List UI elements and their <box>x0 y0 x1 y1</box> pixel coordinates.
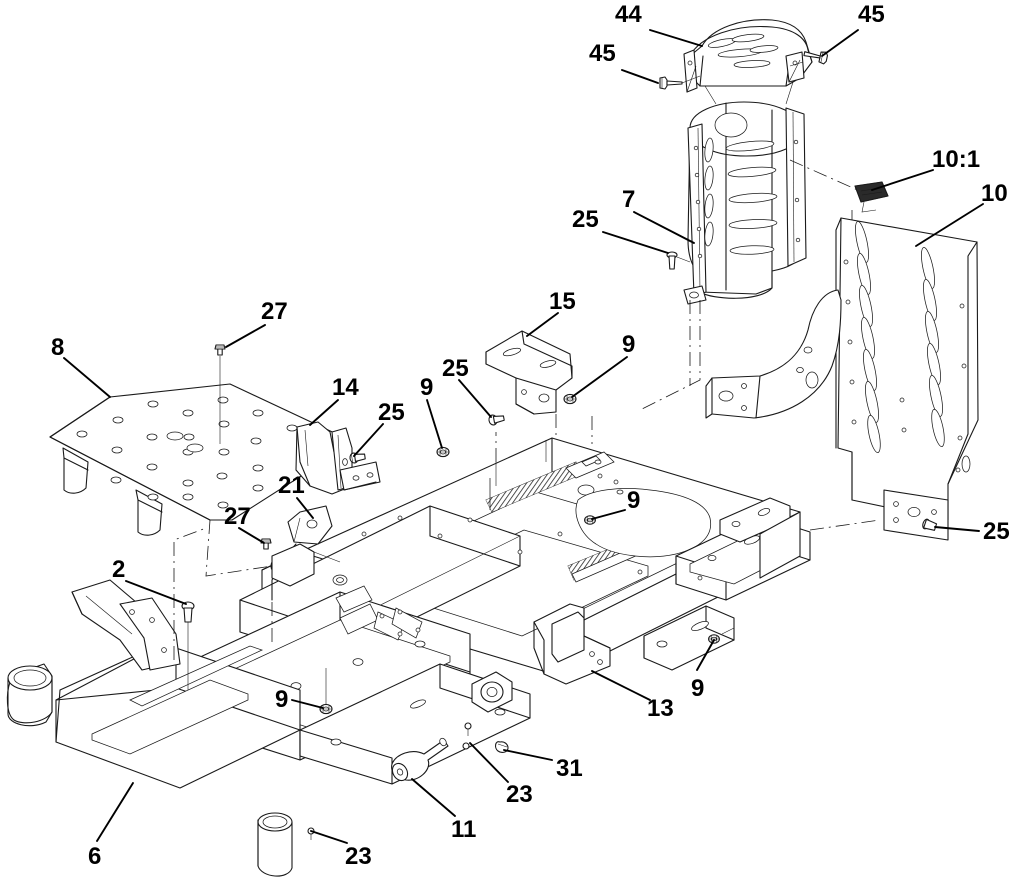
leader-line-31 <box>503 749 553 761</box>
part-25-bolt-bracket14 <box>349 452 366 464</box>
part-10-rear-guard <box>705 217 979 541</box>
hinge-boss <box>471 671 513 713</box>
callout-label-9: 9 <box>627 487 641 514</box>
leader-line-27 <box>238 527 265 544</box>
callout-label-13: 13 <box>647 695 674 722</box>
part-25-bolt-tower <box>666 251 691 270</box>
part-11-roller <box>391 737 449 782</box>
part-21-tab <box>271 505 333 601</box>
leader-line-15 <box>526 312 559 337</box>
leader-line-23 <box>469 742 509 783</box>
part-14-foot-rest-bracket <box>295 421 381 495</box>
part-27-fastener-lower <box>260 538 272 550</box>
part-25-bolt-right <box>922 518 938 531</box>
leader-line-9 <box>696 639 715 671</box>
leader-line-9 <box>426 399 443 449</box>
callout-label-14: 14 <box>332 374 359 401</box>
part-27-fastener-top <box>214 344 226 444</box>
callout-label-15: 15 <box>549 288 576 315</box>
callout-label-31: 31 <box>556 755 583 782</box>
leader-line-44 <box>649 29 703 47</box>
leader-line-25 <box>458 379 492 418</box>
callout-label-25: 25 <box>442 355 469 382</box>
callout-label-2: 2 <box>112 556 126 583</box>
callout-label-10-1: 10:1 <box>932 146 981 173</box>
part-45-fasteners <box>659 51 829 90</box>
callout-label-9: 9 <box>622 331 636 358</box>
part-9-nut-deck-center <box>584 515 596 525</box>
callout-label-27: 27 <box>261 298 288 325</box>
leader-line-11 <box>411 778 456 817</box>
part-13-bracket <box>533 603 611 685</box>
callout-label-23: 23 <box>345 843 372 870</box>
callout-label-11: 11 <box>451 816 477 843</box>
leader-line-10 <box>915 203 984 247</box>
callout-label-21: 21 <box>278 472 305 499</box>
leader-line-45 <box>621 69 659 84</box>
caster-tube-left <box>6 663 53 727</box>
callout-label-45: 45 <box>858 1 885 28</box>
part-25-bolt-center <box>488 414 505 426</box>
leader-line-10-1 <box>871 169 934 191</box>
leader-line-7 <box>633 211 695 244</box>
callout-label-9: 9 <box>275 686 289 713</box>
callout-label-25: 25 <box>572 206 599 233</box>
caster-tube-front <box>257 812 293 877</box>
part-9-nut-left <box>436 446 450 458</box>
leader-line-9 <box>571 356 628 398</box>
callout-label-8: 8 <box>51 334 65 361</box>
leader-line-8 <box>63 357 111 398</box>
leader-line-25 <box>353 423 384 457</box>
part-7-tower-shield <box>683 101 807 305</box>
leader-line-27 <box>225 324 266 348</box>
callout-label-45: 45 <box>589 40 616 67</box>
leader-line-6 <box>96 782 134 842</box>
part-44-top-cover <box>683 19 813 105</box>
leader-line-25 <box>934 526 980 532</box>
callout-label-9: 9 <box>420 374 434 401</box>
callout-label-6: 6 <box>88 843 102 870</box>
callout-label-25: 25 <box>983 518 1010 545</box>
main-frame-weldment <box>6 437 811 877</box>
callout-label-27: 27 <box>224 503 251 530</box>
callout-label-25: 25 <box>378 399 405 426</box>
leader-line-21 <box>296 497 314 519</box>
leader-line-45 <box>821 29 859 57</box>
leader-line-2 <box>125 580 187 605</box>
left-hinge-arms <box>270 543 341 587</box>
callout-label-10: 10 <box>981 180 1008 207</box>
leader-line-25 <box>602 231 669 254</box>
leader-line-9 <box>291 699 324 709</box>
part-9-nut-rear-right <box>708 627 735 644</box>
callout-label-23: 23 <box>506 781 533 808</box>
part-15-angle-bracket <box>485 330 573 415</box>
leader-line-9 <box>591 509 626 520</box>
callout-label-44: 44 <box>615 1 642 28</box>
callout-leader-lines <box>63 29 984 844</box>
leader-line-14 <box>309 399 339 426</box>
part-9-nut-deck-left <box>319 668 333 715</box>
callout-label-9: 9 <box>691 675 705 702</box>
part-8-foot-plate <box>49 383 346 536</box>
leader-line-23 <box>310 830 348 844</box>
callout-label-7: 7 <box>622 186 636 213</box>
leader-line-13 <box>591 670 651 701</box>
